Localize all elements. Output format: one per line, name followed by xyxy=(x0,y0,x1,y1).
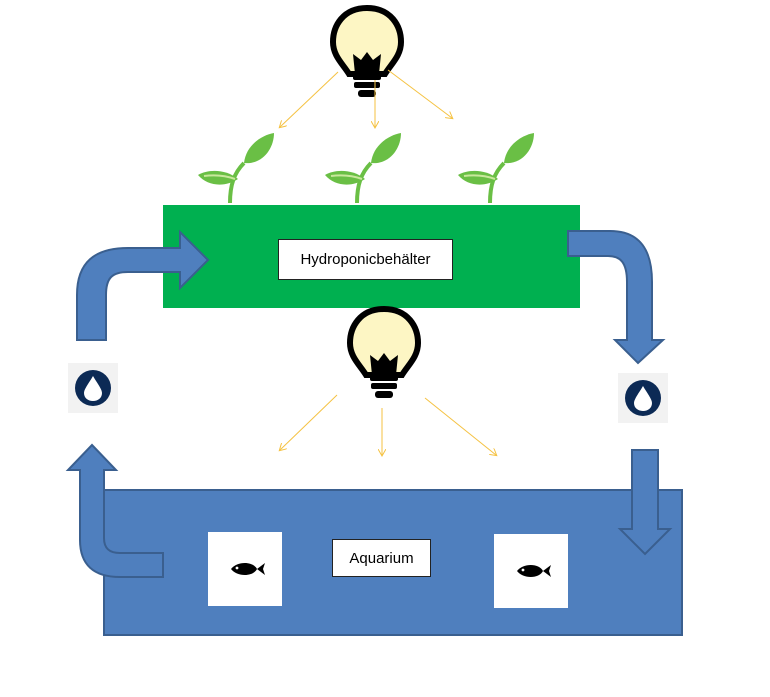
fish-icon xyxy=(494,534,568,608)
seedling-icon xyxy=(323,131,403,205)
flow-arrow-icon xyxy=(617,449,673,556)
light-ray xyxy=(387,69,452,118)
seedling-icon xyxy=(456,131,536,205)
flow-arrow-icon xyxy=(567,230,666,365)
fish-tank-label: Aquarium xyxy=(332,539,431,577)
grow-bed-label: Hydroponicbehälter xyxy=(278,239,453,280)
light-bulb-icon xyxy=(333,8,401,97)
fish-icon xyxy=(208,532,282,606)
light-ray xyxy=(280,71,339,127)
water-drop-icon xyxy=(68,363,118,413)
flow-arrow-icon xyxy=(65,443,164,578)
light-ray xyxy=(424,397,496,455)
light-bulb-icon xyxy=(350,309,418,398)
seedling-icon xyxy=(196,131,276,205)
water-drop-icon xyxy=(618,373,668,423)
light-ray xyxy=(280,394,338,450)
flow-arrow-icon xyxy=(76,229,210,341)
